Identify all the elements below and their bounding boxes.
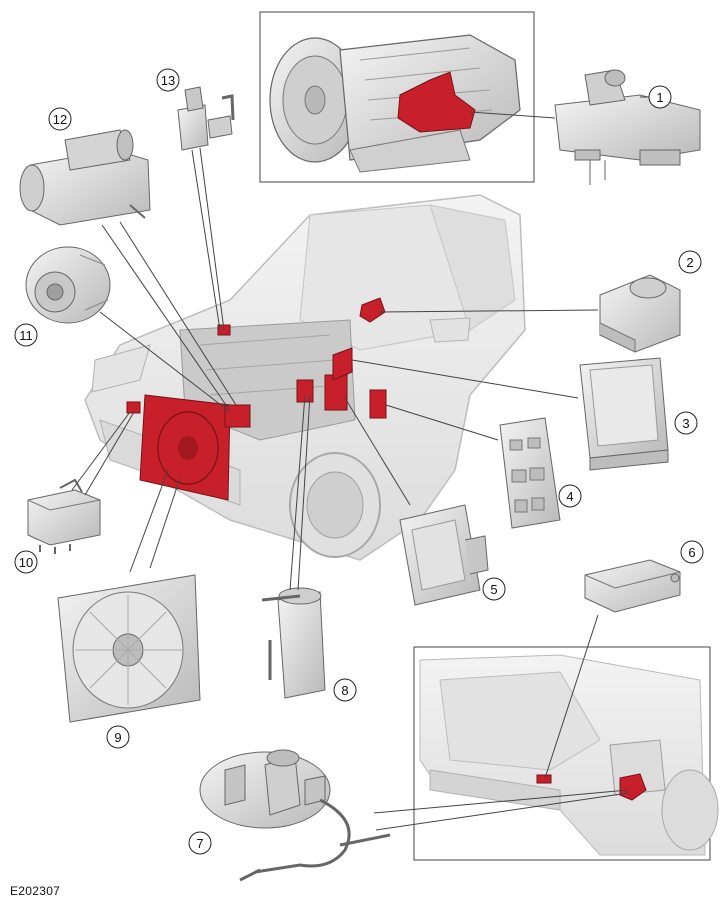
- leader-13b: [199, 147, 225, 331]
- callout-12: 12: [48, 107, 72, 131]
- svg-text:2: 2: [686, 255, 693, 270]
- svg-text:12: 12: [53, 112, 67, 127]
- callout-11: 11: [14, 323, 38, 347]
- leader-1: [469, 111, 556, 119]
- svg-text:5: 5: [490, 582, 497, 597]
- svg-text:6: 6: [688, 545, 695, 560]
- part-6-module: [584, 559, 681, 613]
- callout-10: 10: [14, 550, 38, 574]
- part-2-module: [599, 274, 681, 353]
- leader-11: [99, 311, 231, 413]
- part-8-fuel-filter: [261, 587, 326, 699]
- part-12-starter: [19, 129, 151, 226]
- svg-text:9: 9: [114, 730, 121, 745]
- part-13-sensor: [177, 86, 235, 151]
- part-1-valve-body: [554, 69, 701, 185]
- svg-text:10: 10: [19, 555, 33, 570]
- part-7-fuel-pump: [199, 749, 391, 882]
- transmission-inset: [259, 11, 535, 183]
- leader-7b: [375, 792, 629, 831]
- rear-inset: [413, 646, 719, 861]
- leader-2: [377, 309, 599, 313]
- leader-5: [344, 397, 411, 506]
- callout-4: 4: [558, 484, 582, 508]
- vehicle-highlights: [126, 297, 387, 501]
- callout-6: 6: [680, 540, 704, 564]
- callouts: 1 2 3 4 5 6 7 8: [14, 68, 704, 855]
- leader-9a: [129, 469, 169, 573]
- part-5-ecm: [399, 504, 489, 606]
- part-11-alternator: [25, 246, 111, 324]
- leader-7a: [373, 789, 629, 814]
- callout-13: 13: [156, 68, 180, 92]
- svg-text:8: 8: [341, 683, 348, 698]
- leader-8b: [297, 394, 311, 591]
- leader-13a: [191, 149, 221, 331]
- part-3-control-module: [579, 357, 669, 471]
- callout-2: 2: [678, 250, 702, 274]
- callout-1: 1: [648, 85, 672, 109]
- part-4-fuse-box: [499, 417, 561, 529]
- callout-7: 7: [188, 831, 212, 855]
- figure-id: E202307: [10, 884, 61, 898]
- svg-text:1: 1: [656, 90, 663, 105]
- svg-text:4: 4: [566, 489, 573, 504]
- leader-lines: [71, 96, 690, 831]
- leader-12b: [119, 221, 237, 406]
- callout-9: 9: [106, 725, 130, 749]
- leader-10: [71, 411, 131, 491]
- svg-text:3: 3: [682, 416, 689, 431]
- leader-10b: [84, 411, 135, 496]
- leader-4: [385, 404, 499, 441]
- callout-3: 3: [674, 411, 698, 435]
- part-9-cooling-fan: [57, 574, 201, 723]
- callout-5: 5: [482, 577, 506, 601]
- leader-12a: [101, 224, 229, 409]
- callout-8: 8: [333, 678, 357, 702]
- svg-text:13: 13: [161, 73, 175, 88]
- part-10-module: [27, 478, 101, 554]
- svg-text:11: 11: [19, 328, 33, 343]
- leader-3: [351, 359, 579, 399]
- svg-text:7: 7: [196, 836, 203, 851]
- leader-6: [544, 614, 599, 779]
- leader-8a: [289, 394, 306, 591]
- leader-9b: [149, 477, 181, 569]
